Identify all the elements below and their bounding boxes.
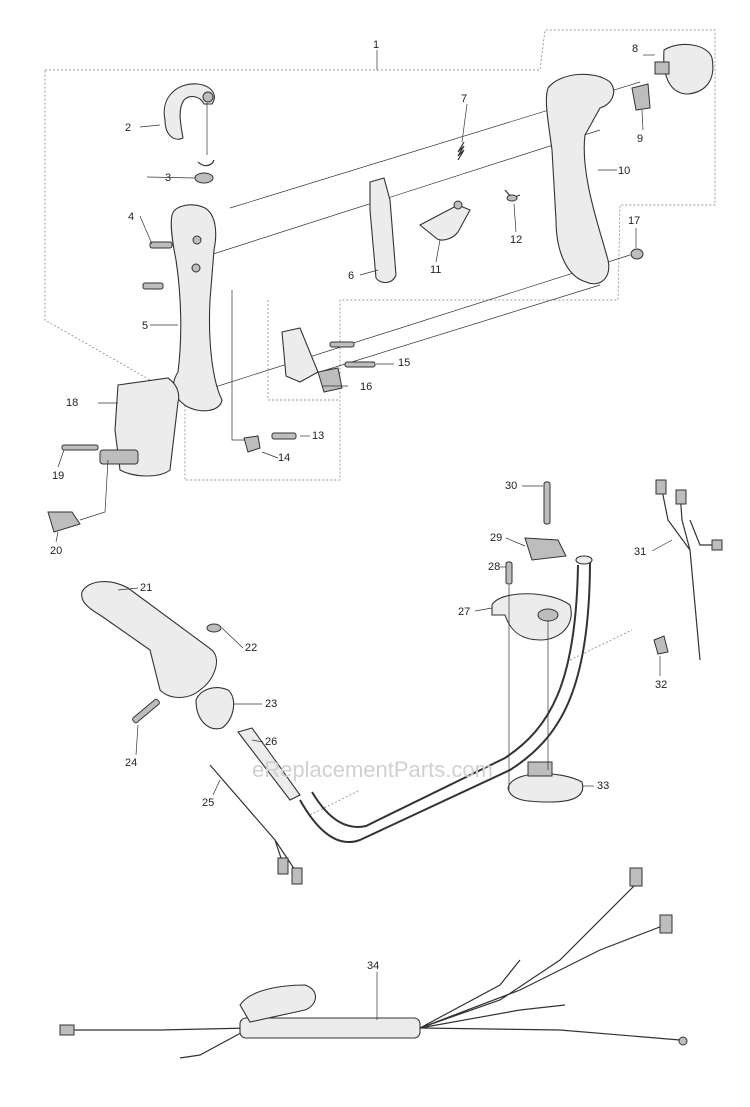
handle-bracket bbox=[491, 593, 572, 641]
lower-bracket bbox=[507, 773, 584, 803]
callout-22: 22 bbox=[245, 642, 257, 654]
callout-3: 3 bbox=[165, 172, 171, 184]
callout-16: 16 bbox=[360, 381, 372, 393]
callout-10: 10 bbox=[618, 165, 630, 177]
lockout-lever bbox=[419, 204, 471, 241]
callout-27: 27 bbox=[458, 606, 470, 618]
callout-34: 34 bbox=[367, 960, 379, 972]
callout-20: 20 bbox=[50, 545, 62, 557]
trigger-spring bbox=[457, 141, 465, 161]
retainer-clip bbox=[631, 83, 651, 111]
harness-conduit bbox=[239, 1017, 421, 1039]
stop-switch bbox=[47, 511, 81, 533]
callout-12: 12 bbox=[510, 234, 522, 246]
callout-15: 15 bbox=[398, 357, 410, 369]
left-handle-half bbox=[170, 204, 223, 412]
callout-21: 21 bbox=[140, 582, 152, 594]
callout-23: 23 bbox=[265, 698, 277, 710]
end-knob bbox=[663, 43, 714, 95]
callout-4: 4 bbox=[128, 211, 134, 223]
spring-clip bbox=[194, 172, 214, 184]
hook-grip bbox=[163, 83, 215, 140]
callout-32: 32 bbox=[655, 679, 667, 691]
loop-handle-bar bbox=[299, 559, 591, 843]
callout-11: 11 bbox=[430, 264, 441, 276]
screw bbox=[149, 241, 173, 249]
callout-29: 29 bbox=[490, 532, 502, 544]
handle-grip bbox=[81, 581, 217, 699]
callout-labels: 1 2 3 4 5 6 7 8 9 10 11 12 13 14 15 16 1… bbox=[50, 39, 667, 972]
throttle-trigger bbox=[369, 177, 397, 284]
callout-1: 1 bbox=[373, 39, 379, 51]
right-handle-half bbox=[545, 73, 615, 285]
callout-13: 13 bbox=[312, 430, 324, 442]
callout-9: 9 bbox=[637, 133, 643, 145]
callout-18: 18 bbox=[66, 397, 78, 409]
callout-30: 30 bbox=[505, 480, 517, 492]
watermark: eReplacementParts.com bbox=[252, 757, 493, 782]
callout-8: 8 bbox=[632, 43, 638, 55]
callout-24: 24 bbox=[125, 757, 137, 769]
switch-harness bbox=[659, 479, 712, 661]
callout-17: 17 bbox=[628, 215, 640, 227]
callout-19: 19 bbox=[52, 470, 64, 482]
callout-7: 7 bbox=[461, 93, 467, 105]
callout-33: 33 bbox=[597, 780, 609, 792]
callout-2: 2 bbox=[125, 122, 131, 134]
hex-nut bbox=[630, 248, 644, 260]
handle-clamp bbox=[195, 687, 235, 730]
callout-31: 31 bbox=[634, 546, 646, 558]
callout-6: 6 bbox=[348, 270, 354, 282]
callout-25: 25 bbox=[202, 797, 214, 809]
trigger-link bbox=[281, 327, 319, 383]
callout-28: 28 bbox=[488, 561, 500, 573]
callout-26: 26 bbox=[265, 736, 277, 748]
trigger-group-outline bbox=[267, 300, 340, 401]
callout-5: 5 bbox=[142, 320, 148, 332]
callout-14: 14 bbox=[278, 452, 290, 464]
sleeve bbox=[237, 727, 301, 801]
